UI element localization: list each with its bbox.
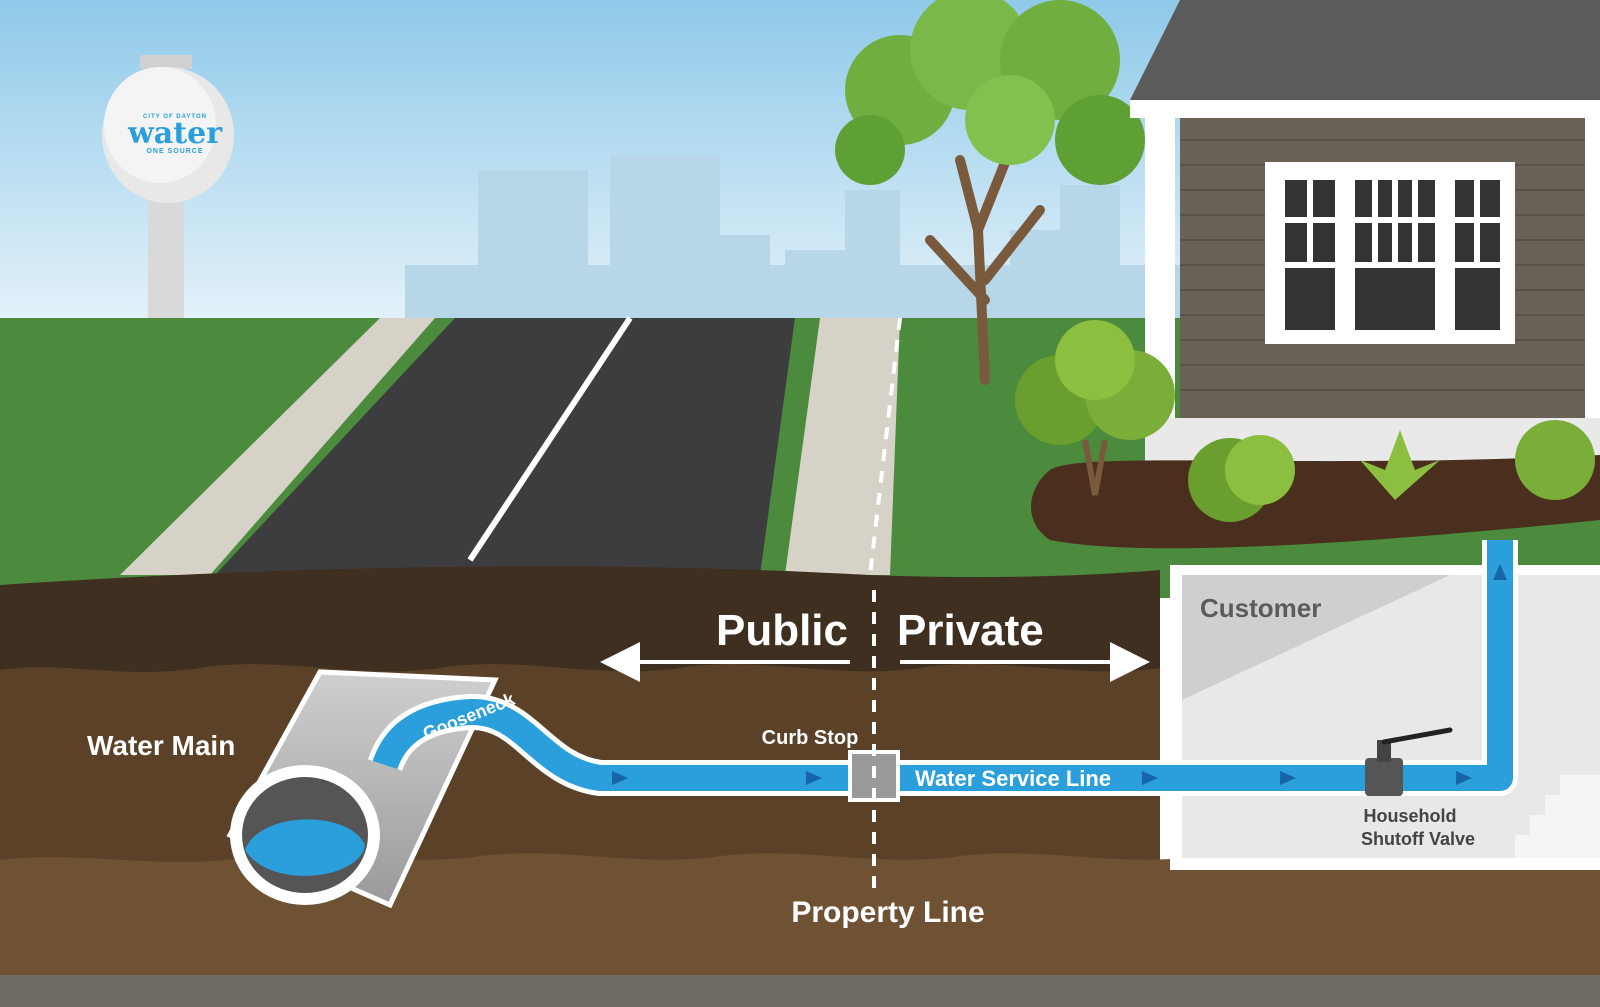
left-sidewalk bbox=[120, 318, 435, 575]
soil-lower-layer bbox=[0, 853, 1600, 1007]
tower-brand-text: water bbox=[127, 116, 223, 151]
customer-label: Customer bbox=[1200, 593, 1321, 623]
shutoff-label-line2: Shutoff Valve bbox=[1361, 829, 1475, 849]
property-line-label: Property Line bbox=[791, 896, 984, 929]
house bbox=[1130, 0, 1600, 463]
garden-bed bbox=[1031, 455, 1600, 549]
road-center-line bbox=[467, 316, 633, 562]
water-main-label: Water Main bbox=[87, 730, 235, 761]
right-sidewalk bbox=[785, 318, 900, 575]
private-label: Private bbox=[897, 606, 1044, 655]
tower-tagline-text: ONE SOURCE bbox=[146, 148, 203, 155]
tower-city-text: CITY OF DAYTON bbox=[143, 114, 207, 120]
flow-arrow-icon bbox=[612, 771, 628, 785]
basement-stairs bbox=[1515, 775, 1600, 858]
public-label: Public bbox=[716, 606, 848, 655]
tree bbox=[835, 0, 1145, 385]
road bbox=[215, 318, 795, 575]
flow-arrow-icon bbox=[806, 771, 822, 785]
gravel-layer bbox=[0, 975, 1600, 1007]
shrubs bbox=[1015, 320, 1595, 522]
basement-shadow bbox=[1182, 575, 1450, 700]
shutoff-valve-icon bbox=[1365, 727, 1453, 796]
flow-arrow-icon bbox=[1456, 771, 1472, 785]
flow-arrow-icon bbox=[1493, 564, 1507, 580]
water-tower bbox=[102, 55, 234, 320]
curb-stop-label: Curb Stop bbox=[762, 727, 859, 749]
flow-arrows bbox=[612, 564, 1507, 785]
flow-arrow-icon bbox=[1142, 771, 1158, 785]
shutoff-label-line1: Household bbox=[1364, 806, 1457, 826]
service-line-pipe bbox=[372, 540, 1513, 791]
service-line-label: Water Service Line bbox=[915, 766, 1111, 791]
flow-arrow-icon bbox=[1280, 771, 1296, 785]
